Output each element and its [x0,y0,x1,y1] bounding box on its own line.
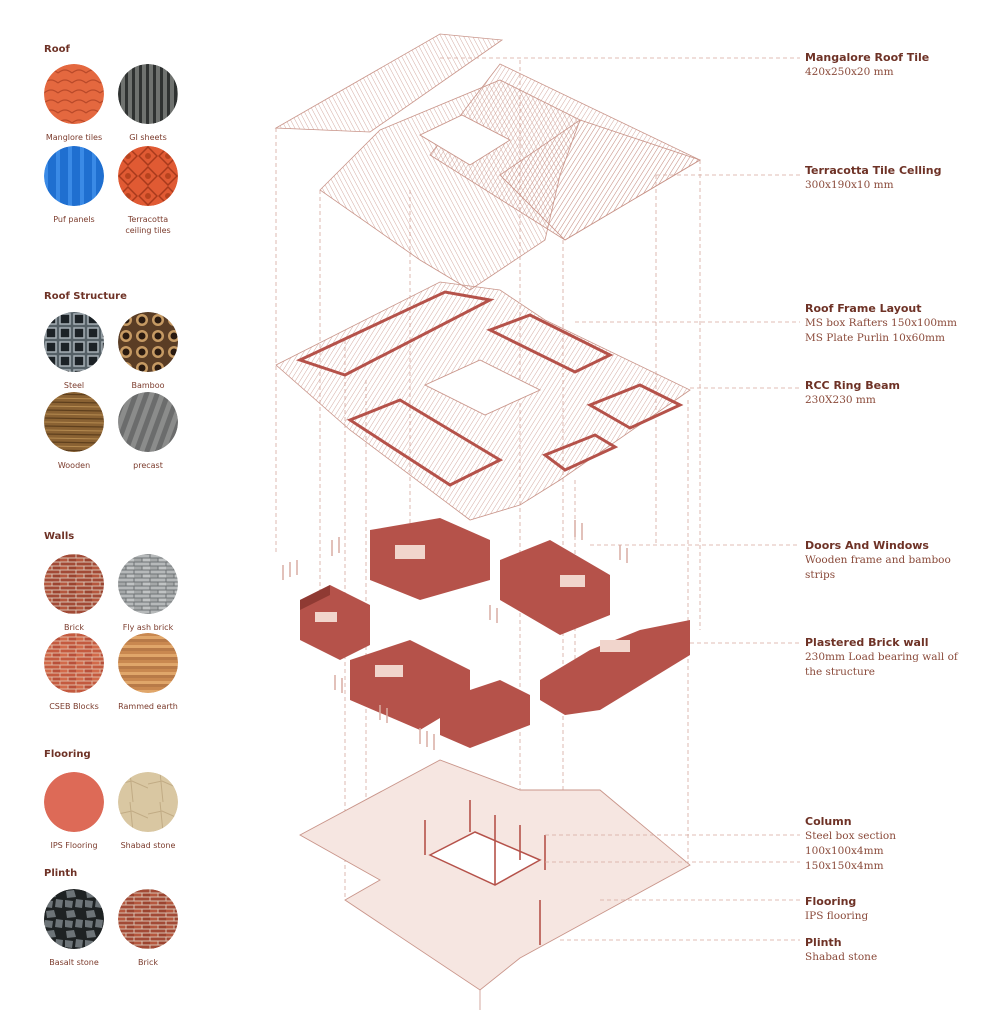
swatch-fly-ash-brick: Fly ash brick [118,554,178,633]
callout-line: Shabad stone [805,951,878,963]
swatch-ips-flooring: IPS Flooring [44,772,104,851]
roof-frame-layer [275,281,691,521]
swatch-label: Manglore tiles [45,133,103,142]
swatch-bamboo: Bamboo [118,312,178,391]
callout-line: the structure [805,666,876,678]
callout-line: Steel box section [805,830,896,842]
swatch-label: Terracotta ceiling tiles [125,215,171,235]
timber-icon [44,392,104,452]
floor-plinth-layer [299,759,691,1010]
callout-title: Plinth [805,936,842,949]
callout-title: Flooring [805,895,857,908]
callout-title: Mangalore Roof Tile [805,51,930,64]
precast-icon [118,392,178,452]
swatch-shabad-stone: Shabad stone [118,772,178,851]
callout-rcc-ring-beam: RCC Ring Beam 230X230 mm [805,378,980,408]
callout-title: RCC Ring Beam [805,379,900,392]
swatch-label: IPS Flooring [50,841,98,850]
swatch-label: GI sheets [129,133,167,142]
swatch-cseb-blocks: CSEB Blocks [44,633,104,712]
swatch-label: Shabad stone [120,841,176,850]
callout-line: 420x250x20 mm [805,66,894,78]
swatch-label: Brick [63,623,85,632]
swatch-label: Rammed earth [118,702,178,711]
swatch-label: precast [133,461,163,470]
callout-line: 230X230 mm [805,394,876,406]
swatch-puf-panels: Puf panels [44,146,104,225]
callout-line: 300x190x10 mm [805,179,894,191]
roof-structure-group-title: Roof Structure [44,291,127,302]
callout-flooring: Flooring IPS flooring [805,894,980,924]
basalt-icon [44,889,104,949]
mangalore-tile-icon [44,64,104,124]
callout-title: Terracotta Tile Celling [805,164,942,177]
swatch-plinth-brick: Brick [118,889,178,968]
doors-windows-layer [282,520,628,750]
swatch-label: Wooden [57,461,91,470]
swatch-terracotta-ceiling: Terracotta ceiling tiles [118,146,178,236]
terracotta-ceiling-layer [319,79,701,291]
brick-wall-layer [300,518,690,748]
brick-icon [44,554,104,614]
callout-title: Plastered Brick wall [805,636,929,649]
callout-line: IPS flooring [805,910,869,922]
flyash-brick-icon [118,554,178,614]
swatch-wooden: Wooden [44,392,104,471]
terracotta-ceiling-icon [118,146,178,206]
flooring-group-title: Flooring [44,749,91,760]
rammed-earth-icon [118,633,178,693]
gi-sheet-icon [118,64,178,124]
column-posts [424,800,546,945]
swatch-steel: Steel [44,312,104,391]
callout-doors-windows: Doors And Windows Wooden frame and bambo… [805,538,980,583]
callout-roof-frame-layout: Roof Frame Layout MS box Rafters 150x100… [805,301,980,346]
callout-line: 230mm Load bearing wall of [805,651,958,663]
callout-title: Roof Frame Layout [805,302,922,315]
callout-line: strips [805,569,836,581]
swatch-gi-sheets: GI sheets [118,64,178,143]
ips-flooring-icon [44,772,104,832]
cseb-icon [44,633,104,693]
swatch-rammed-earth: Rammed earth [118,633,178,712]
callout-plinth: Plinth Shabad stone [805,935,980,965]
shabad-stone-icon [118,772,178,832]
plinth-group-title: Plinth [44,868,78,879]
swatch-precast: precast [118,392,178,471]
callout-title: Doors And Windows [805,539,929,552]
swatch-label: Fly ash brick [122,623,174,632]
callout-terracotta-ceiling: Terracotta Tile Celling 300x190x10 mm [805,163,980,193]
callout-plastered-brick-wall: Plastered Brick wall 230mm Load bearing … [805,635,980,680]
puf-panel-icon [44,146,104,206]
callout-line: 100x100x4mm [805,845,884,857]
swatch-label: Bamboo [131,381,165,390]
roof-group-title: Roof [44,44,70,55]
bamboo-icon [118,312,178,372]
callout-line: 150x150x4mm [805,860,884,872]
callout-title: Column [805,815,852,828]
callout-mangalore-roof-tile: Mangalore Roof Tile 420x250x20 mm [805,50,980,80]
swatch-basalt-stone: Basalt stone [44,889,104,968]
steel-section-icon [44,312,104,372]
swatch-label: Puf panels [53,215,95,224]
callout-column: Column Steel box section 100x100x4mm 150… [805,814,980,874]
swatch-label: Brick [137,958,159,967]
callout-leader-lines [440,57,800,941]
walls-group-title: Walls [44,531,75,542]
swatch-label: Basalt stone [49,958,99,967]
callout-line: Wooden frame and bamboo [805,554,951,566]
swatch-brick: Brick [44,554,104,633]
swatch-label: CSEB Blocks [49,702,99,711]
swatch-manglore-tiles: Manglore tiles [44,64,104,143]
brick-icon [118,889,178,949]
swatch-label: Steel [63,381,85,390]
callout-line: MS box Rafters 150x100mm [805,317,957,329]
callout-line: MS Plate Purlin 10x60mm [805,332,945,344]
